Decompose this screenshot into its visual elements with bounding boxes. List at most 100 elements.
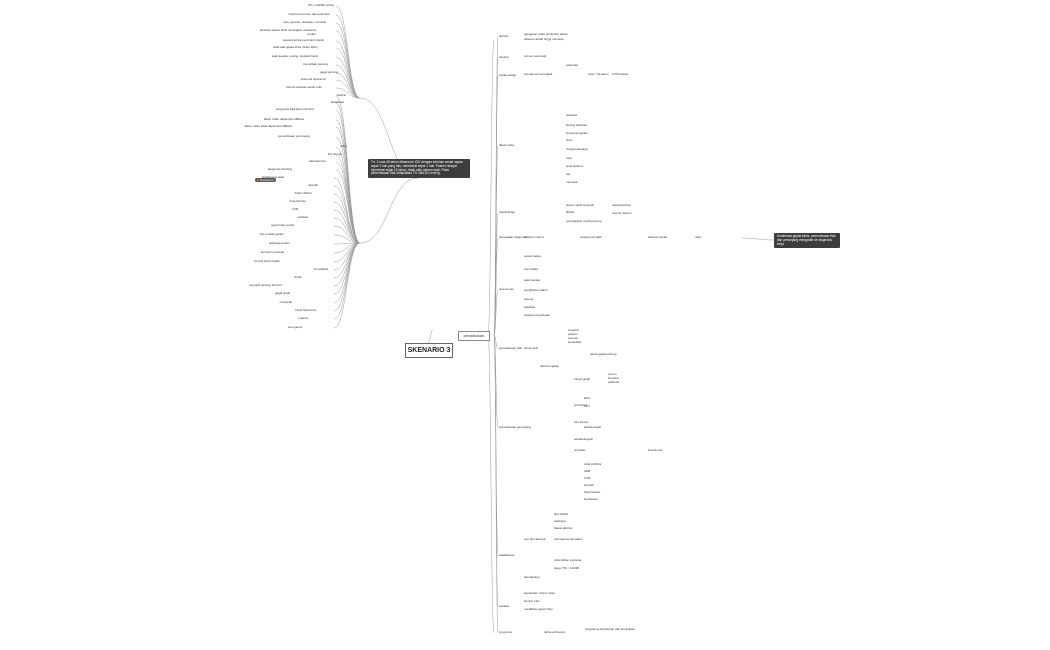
sub-leaf-node[interactable]: fungsi ginjal [574,377,590,381]
sub-leaf-node[interactable]: darah lengkap [540,364,560,368]
sub-leaf-node[interactable]: proteinuria [648,448,663,452]
sub-leaf-node[interactable]: sesak napas [524,254,541,258]
right-branch-node[interactable]: pemeriksaan fisik [499,346,523,350]
left-leaf-node[interactable]: faktor risiko tidak dapat dimodifikasi [244,124,292,128]
left-leaf-node[interactable]: klasifikasi [331,100,344,104]
sub-leaf-node[interactable]: tergantung kepatuhan dan komplikasi [585,627,635,631]
left-leaf-node[interactable]: retinopati [279,300,292,304]
left-leaf-node[interactable]: gagal ginjal [274,291,290,295]
left-leaf-node[interactable]: emergensi [287,325,302,329]
sub-leaf-node[interactable]: nyeri dada [524,267,539,271]
sub-leaf-node[interactable]: obat pilihan pertama [554,558,582,562]
sub-leaf-node[interactable]: CCB [584,476,591,480]
right-branch-node[interactable]: pemeriksaan penunjang [499,425,532,429]
left-leaf-node[interactable]: krisis hipertensi [295,308,316,312]
left-leaf-node[interactable]: edukasi [297,215,308,219]
left-leaf-node[interactable]: komplikasi jantung [303,62,328,66]
left-leaf-node[interactable]: CCB [291,207,298,211]
sub-leaf-node[interactable]: retensi natrium [612,211,632,215]
left-leaf-node[interactable]: usia, genetik, obesitas, merokok [283,20,326,24]
left-leaf-node[interactable]: EKG [340,144,347,148]
sub-leaf-node[interactable]: sekunder [566,63,579,67]
sub-leaf-node[interactable]: palpasi [568,332,578,336]
left-leaf-node[interactable]: stroke [293,275,302,279]
right-branch-node[interactable]: penegakan diagnosis [499,235,528,239]
sub-leaf-node[interactable]: nadi [695,235,701,239]
right-branch-node[interactable]: faktor risiko [499,143,515,147]
sub-leaf-node[interactable]: ureum [608,372,617,376]
sub-leaf-node[interactable]: turunkan berat badan [554,537,583,541]
left-leaf-node[interactable]: prognosis baik jika terkontrol [275,107,314,111]
sub-leaf-node[interactable]: tekanan darah [648,235,668,239]
left-leaf-node[interactable]: beta blocker [289,199,306,203]
sub-leaf-node[interactable]: perkusi [568,336,578,340]
sub-leaf-node[interactable]: dubia ad bonam [544,630,566,634]
sub-leaf-node[interactable]: prevalensi meningkat [524,72,553,76]
left-leaf-node[interactable]: laboratorium [309,159,326,163]
sub-leaf-node[interactable]: kombinasi [584,497,598,501]
sub-leaf-node[interactable]: stres [566,138,573,142]
root-node[interactable]: SKENARIO 3 [405,343,453,358]
sub-leaf-node[interactable]: tekanan darah tinggi menetap [524,37,564,41]
left-leaf-node[interactable]: penyakit jantung koroner [249,283,282,287]
sub-leaf-node[interactable]: diuretik [584,483,594,487]
sub-leaf-node[interactable]: sistem saraf simpatis [566,203,595,207]
sub-leaf-node[interactable]: urinalisis [574,448,586,452]
left-leaf-node[interactable]: tatalaksana awal [261,175,284,179]
sub-leaf-node[interactable]: profil lipid [574,403,587,407]
sub-leaf-node[interactable]: 1.000 kasus [612,72,629,76]
sub-leaf-node[interactable]: usia [566,156,572,160]
sub-leaf-node[interactable]: LVH [584,404,590,408]
left-leaf-node[interactable]: tidak ada gejala khas (silent killer) [272,45,318,49]
right-branch-node[interactable]: patofisiologi [499,210,515,214]
left-leaf-node[interactable]: gaya hidup sehat [271,223,294,227]
sub-leaf-node[interactable]: target TD < 140/90 [554,566,580,570]
sub-leaf-node[interactable]: diet DASH [554,512,569,516]
sub-leaf-node[interactable]: edema [524,297,534,301]
sub-leaf-node[interactable]: elektrolit [608,380,620,384]
sub-leaf-node[interactable]: farmakologi [524,575,540,579]
sub-leaf-node[interactable]: batasi alkohol [554,526,573,530]
sub-leaf-node[interactable]: usia > 40 tahun [588,72,609,76]
left-leaf-node[interactable]: pemeriksaan penunjang [277,134,310,138]
sub-leaf-node[interactable]: non farmakologi [524,537,546,541]
sub-leaf-node[interactable]: keluhan utama [524,235,544,239]
left-leaf-node[interactable]: gagal jantung [319,70,338,74]
left-leaf-node[interactable]: kontrol tekanan darah rutin [286,85,322,89]
sub-leaf-node[interactable]: foto thorax [574,420,589,424]
sub-leaf-node[interactable]: ekokardiografi [574,437,593,441]
right-branch-node[interactable]: edukasi [499,604,510,608]
left-leaf-node[interactable]: aktivitas sistem RAA meningkat, resisten… [259,28,316,36]
left-leaf-node[interactable]: foto thorax [327,152,342,156]
sub-leaf-node[interactable]: gangguan pada pembuluh darah [524,32,568,36]
left-leaf-node[interactable]: definisi [336,93,346,97]
left-leaf-node[interactable]: sakit kepala, pusing, tengkuk berat [271,54,318,58]
sub-leaf-node[interactable]: peningkatan curah jantung [566,219,602,223]
left-leaf-node[interactable]: urgensi [298,316,308,320]
left-leaf-node[interactable]: vasokonstriksi pembuluh darah [282,38,324,42]
left-leaf-node[interactable]: berhenti merokok [260,250,284,254]
sub-leaf-node[interactable]: penglihatan kabur [524,288,548,292]
sub-leaf-node[interactable]: jenis kelamin [566,164,584,168]
sub-leaf-node[interactable]: konsumsi garam [566,131,589,135]
sub-leaf-node[interactable]: kepatuhan minum obat [524,591,555,595]
left-leaf-node[interactable]: ACE inhibitor [294,191,312,195]
left-leaf-node[interactable]: obat anti hipertensi [300,77,326,81]
left-leaf-node[interactable]: diet rendah garam [259,232,284,236]
sub-leaf-node[interactable]: auskultasi [568,340,582,344]
left-leaf-node[interactable]: faktor risiko dapat dimodifikasi [263,117,304,121]
sub-leaf-node[interactable]: palpitasi [524,305,536,309]
sub-leaf-node[interactable]: riwayat pengobatan [524,313,551,317]
scenario-description-box[interactable]: Tn. X usia 45 tahun dibawa ke IGD dengan… [368,159,470,179]
left-leaf-node[interactable]: kontrol berat badan [254,259,280,263]
sub-leaf-node[interactable]: inspeksi [568,328,579,332]
sub-leaf-node[interactable]: merokok [566,180,578,184]
left-leaf-node[interactable]: komplikasi [313,267,328,271]
right-branch-node[interactable]: definisi [499,34,509,38]
sub-leaf-node[interactable]: riwayat keluarga [566,147,588,151]
sub-leaf-node[interactable]: ras [566,172,571,176]
sub-leaf-node[interactable]: EKG [584,396,591,400]
working-diagnosis-box[interactable]: Kombinasi gejala klinis, pemeriksaan fis… [774,233,840,249]
sub-leaf-node[interactable]: sakit kepala [524,278,540,282]
sub-leaf-node[interactable]: tanda gagal jantung [590,352,617,356]
